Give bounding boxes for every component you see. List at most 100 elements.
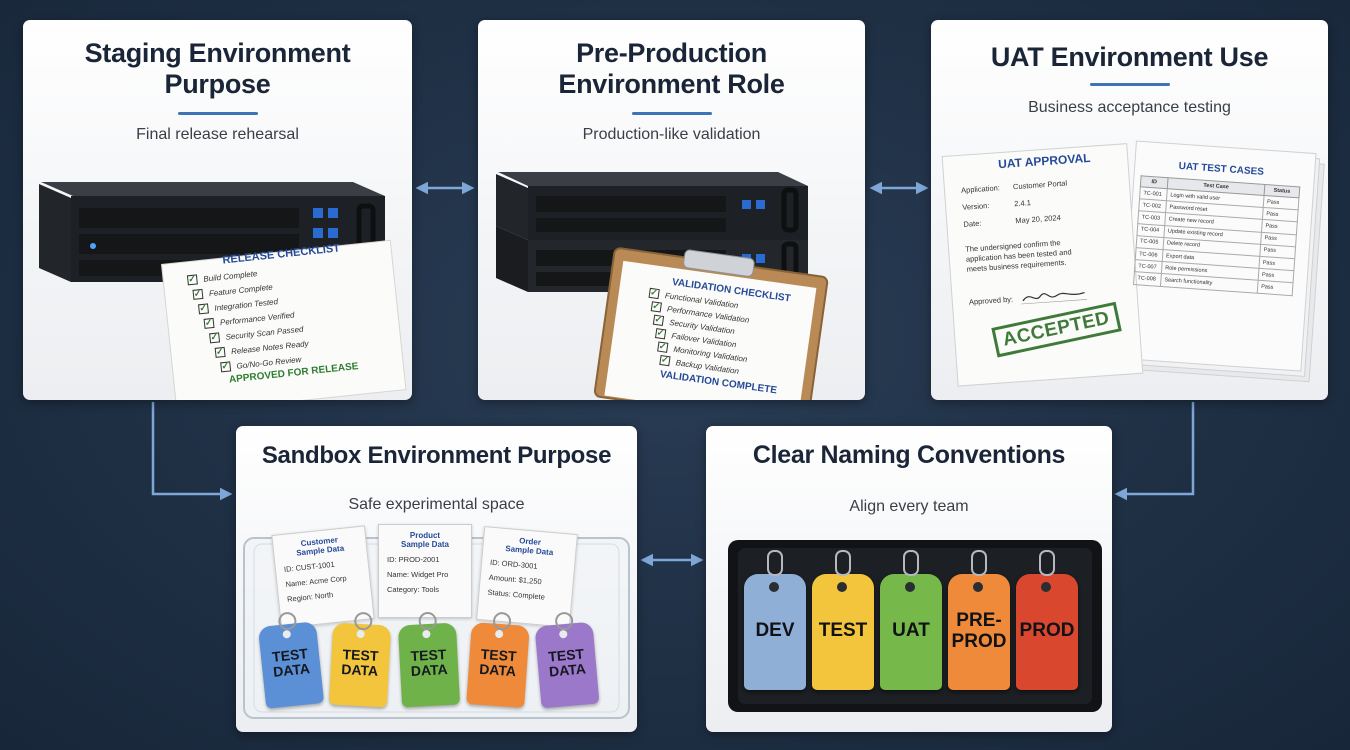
naming-subtitle: Align every team bbox=[849, 498, 969, 515]
environment-tag-line1: DEV bbox=[755, 620, 795, 641]
sample-data-card-subtitle: Sample Data bbox=[400, 540, 450, 549]
checkbox-checked-icon: ✓ bbox=[186, 273, 198, 286]
environment-tag: TEST bbox=[812, 550, 874, 690]
checkbox-checked-icon: ✓ bbox=[209, 331, 221, 344]
preprod-card: Pre-Production Environment Role Producti… bbox=[478, 20, 865, 400]
sample-data-card-line: Name: Acme Corp bbox=[285, 573, 347, 589]
environment-tag-line1: PRE- bbox=[956, 610, 1002, 631]
staging-illustration bbox=[39, 182, 407, 400]
environment-tag-body: DEV bbox=[744, 574, 806, 690]
uat-card: UAT Environment Use Business acceptance … bbox=[931, 20, 1328, 400]
staging-accent-rule bbox=[177, 112, 258, 115]
tag-line2: DATA bbox=[340, 661, 379, 679]
environment-tag-body: TEST bbox=[812, 574, 874, 690]
tag-ring-icon bbox=[835, 550, 851, 576]
uat-approval-sheet: UAT APPROVAL Application: Customer Porta… bbox=[959, 148, 1142, 358]
tag-hole bbox=[973, 582, 983, 592]
release-checklist: RELEASE CHECKLIST ✓Build Complete✓Featur… bbox=[171, 235, 404, 390]
checkbox-checked-icon: ✓ bbox=[198, 302, 209, 315]
tag-hole bbox=[1041, 582, 1051, 592]
checkbox-checked-icon: ✓ bbox=[657, 340, 669, 353]
staging-subtitle: Final release rehearsal bbox=[136, 126, 299, 143]
staging-title-line1: Staging Environment bbox=[84, 38, 351, 68]
release-checklist-item-label: Build Complete bbox=[202, 268, 258, 284]
staging-card: Staging Environment Purpose Final releas… bbox=[23, 20, 412, 400]
uat-statement: The undersigned confirm the application … bbox=[965, 233, 1137, 275]
sample-data-card-line: Status: Complete bbox=[487, 587, 546, 602]
uat-approved-row: Approved by: bbox=[968, 281, 1139, 311]
tag-ring-icon bbox=[1039, 550, 1055, 576]
preprod-accent-rule bbox=[631, 112, 712, 115]
tag-line2: DATA bbox=[410, 661, 449, 679]
environment-tag-line1: UAT bbox=[892, 620, 930, 641]
checkbox-checked-icon: ✓ bbox=[650, 300, 662, 313]
uat-title: UAT Environment Use bbox=[990, 42, 1269, 72]
arrow-staging-sandbox bbox=[151, 402, 233, 501]
uat-accent-rule bbox=[1089, 83, 1170, 86]
preprod-illustration bbox=[496, 172, 829, 400]
release-checklist-item-label: Integration Tested bbox=[213, 296, 279, 313]
uat-table-cell: Pass bbox=[1257, 280, 1294, 296]
release-checklist-items: ✓ Build Complete ✓ Feature Complete ✓ Integra… bbox=[173, 254, 402, 376]
environment-tag-body: PROD bbox=[1016, 574, 1078, 690]
sandbox-subtitle: Safe experimental space bbox=[348, 496, 525, 513]
tag-hole bbox=[905, 582, 915, 592]
uat-application-row: Application: Customer Portal bbox=[961, 174, 1131, 195]
uat-version-value: 2.4.1 bbox=[1013, 198, 1032, 209]
arrow-uat-naming bbox=[1114, 402, 1195, 501]
tag-hole bbox=[837, 582, 847, 592]
checkbox-checked-icon: ✓ bbox=[214, 346, 226, 358]
sample-data-card-line: ID: CUST-1001 bbox=[283, 559, 336, 575]
environment-tag-line1: TEST bbox=[818, 620, 868, 641]
environment-tag-line1: PROD bbox=[1019, 620, 1075, 641]
checkbox-checked-icon: ✓ bbox=[659, 354, 671, 367]
preprod-title-line2: Environment Role bbox=[558, 69, 785, 99]
tag-hole bbox=[769, 582, 779, 592]
uat-date-row: Date: May 20, 2024 bbox=[963, 208, 1133, 229]
tag-ring-icon bbox=[903, 550, 919, 576]
uat-version-row: Version: 2.4.1 bbox=[962, 191, 1132, 212]
environment-tag-body: UAT bbox=[880, 574, 942, 690]
signature-icon bbox=[1021, 291, 1088, 305]
uat-approved-label: Approved by: bbox=[968, 294, 1014, 307]
sample-data-card-line: ID: PROD-2001 bbox=[387, 555, 440, 564]
release-checklist-item-label: Release Notes Ready bbox=[230, 338, 309, 356]
clipboard-icon bbox=[593, 247, 829, 400]
staging-title: Staging Environment Purpose bbox=[23, 38, 412, 100]
environment-tag: PRE-PROD bbox=[948, 550, 1010, 690]
environment-tag: DEV bbox=[744, 550, 806, 690]
uat-version-label: Version: bbox=[961, 201, 990, 212]
release-checklist-paper bbox=[160, 239, 407, 400]
release-checklist-item-label: Feature Complete bbox=[208, 282, 274, 298]
sample-data-card-line: Region: North bbox=[286, 590, 334, 604]
checkbox-checked-icon: ✓ bbox=[648, 286, 660, 300]
release-checklist-item-label: Security Scan Passed bbox=[225, 324, 304, 342]
checkbox-checked-icon: ✓ bbox=[192, 288, 204, 300]
tag-ring-icon bbox=[767, 550, 783, 576]
sample-data-card-line: ID: ORD-3001 bbox=[489, 557, 538, 571]
tag-line2: DATA bbox=[478, 660, 517, 680]
environment-tag: PROD bbox=[1016, 550, 1078, 690]
sample-data-card-line: Amount: $1,250 bbox=[488, 572, 542, 587]
uat-application-value: Customer Portal bbox=[1012, 178, 1068, 192]
environment-tag-body: PRE-PROD bbox=[948, 574, 1010, 690]
sandbox-title: Sandbox Environment Purpose bbox=[261, 442, 612, 469]
sample-data-card-line: Name: Widget Pro bbox=[387, 570, 449, 579]
uat-subtitle: Business acceptance testing bbox=[1028, 99, 1231, 116]
environment-tag-line2: PROD bbox=[951, 631, 1007, 652]
checkbox-checked-icon: ✓ bbox=[220, 360, 232, 373]
preprod-subtitle: Production-like validation bbox=[582, 126, 761, 143]
preprod-title-line1: Pre-Production bbox=[576, 38, 767, 68]
release-checklist-item-label: Performance Verified bbox=[219, 309, 295, 327]
sandbox-card: Sandbox Environment Purpose Safe experim… bbox=[236, 426, 637, 732]
